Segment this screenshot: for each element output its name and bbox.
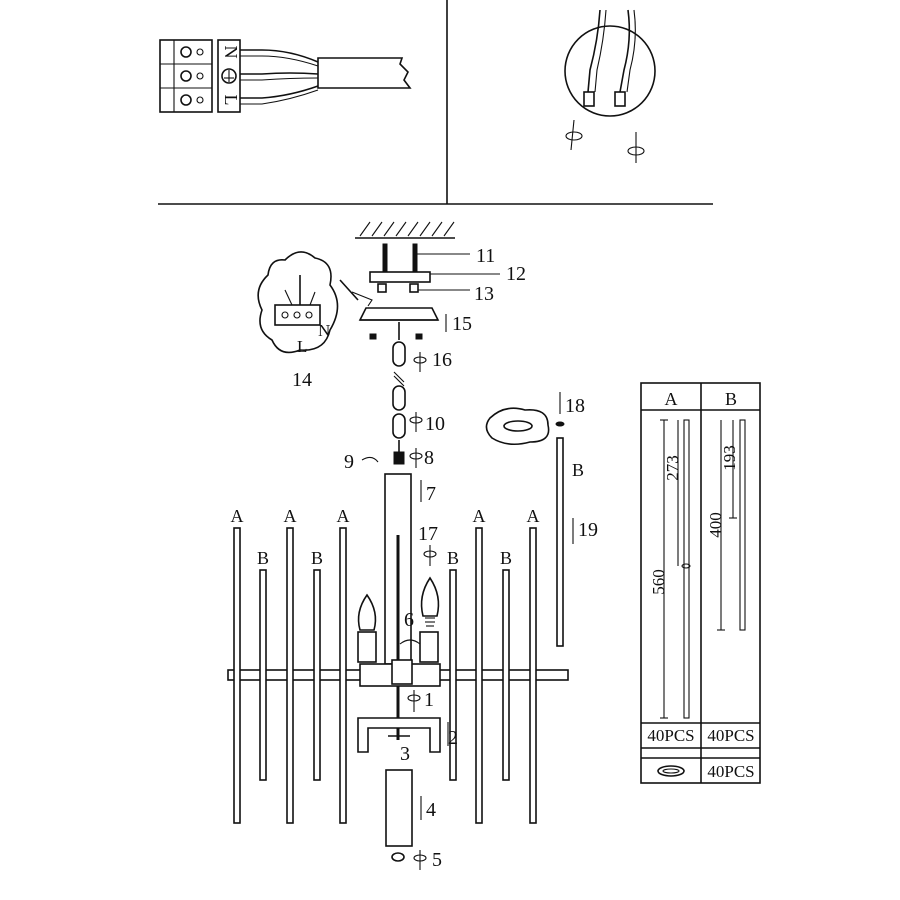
table-header-a: A [665,389,678,409]
part-number-1: 1 [424,689,434,711]
chain-hook [393,440,405,465]
power-cable [240,49,412,105]
bulb-left [357,593,377,663]
dim-b-length: 400 [706,512,725,538]
ground-icon [221,68,237,84]
part-number-7: 7 [426,483,436,505]
mounting-bracket [369,271,500,293]
rods-type-b [259,569,510,781]
part-number-14: 14 [292,369,312,391]
part-number-11: 11 [476,245,495,267]
canopy-wiring-detail: N L [257,251,359,356]
part-callouts: 11 12 13 14 15 16 10 9 8 7 17 6 1 2 3 4 [292,245,598,871]
rod-label-b: B [257,548,269,568]
central-tube [384,473,412,740]
rod-label-a: A [337,506,350,526]
part-number-16: 16 [432,349,452,371]
canopy-terminal-label-n: N [318,321,330,340]
qty-ring: 40PCS [707,762,754,781]
frame-crossbar [227,659,569,687]
rod-label-a: A [284,506,297,526]
rod-labels: A A A A A B B B B [231,506,540,568]
rod-label-a: A [231,506,244,526]
part-number-8: 8 [424,447,434,469]
qty-b: 40PCS [707,726,754,745]
part-number-19: 19 [578,519,598,541]
rod-label-b: B [311,548,323,568]
terminal-label-n: N [221,46,241,59]
part-number-17: 17 [418,523,438,545]
dim-a-mid: 273 [663,455,682,481]
part-number-4: 4 [426,799,436,821]
part-number-5: 5 [432,849,442,871]
lower-cup [357,717,441,753]
part-number-12: 12 [506,263,526,285]
rod-label-a: A [473,506,486,526]
part-number-10: 10 [425,413,445,435]
ring-detail [485,407,565,446]
rotate-icon [361,456,379,463]
wire-connector-detail [564,9,656,163]
canopy [351,291,440,340]
part-number-15: 15 [452,313,472,335]
part-number-3: 3 [400,743,410,765]
bulb-right [419,576,440,663]
rod-label-a: A [527,506,540,526]
rod-spec-table: A B 560 273 400 193 40PCS 40PCS 40PCS [640,382,761,784]
ceiling-hatch [355,221,455,239]
rods-type-a [233,527,537,824]
part-number-2: 2 [448,727,458,749]
loose-rod-label-b: B [572,460,584,480]
bottom-tube [385,769,413,862]
part-number-6: 6 [404,609,414,631]
part-number-18: 18 [565,395,585,417]
dim-b-mid: 193 [720,445,739,471]
part-number-9: 9 [344,451,354,473]
canopy-terminal-label-l: L [297,337,307,356]
part-number-13: 13 [474,283,494,305]
rod-label-b: B [500,548,512,568]
suspension-chain [392,322,406,439]
terminal-label-l: L [221,95,241,106]
qty-a: 40PCS [647,726,694,745]
ring-icon [657,765,685,777]
rotate-icon [399,639,421,645]
dim-a-length: 560 [649,569,668,595]
table-header-b: B [725,389,737,409]
loose-rod-b: B [556,437,584,647]
rod-label-b: B [447,548,459,568]
wiring-terminal-block: N L [159,39,241,113]
ceiling-screws [382,243,470,273]
